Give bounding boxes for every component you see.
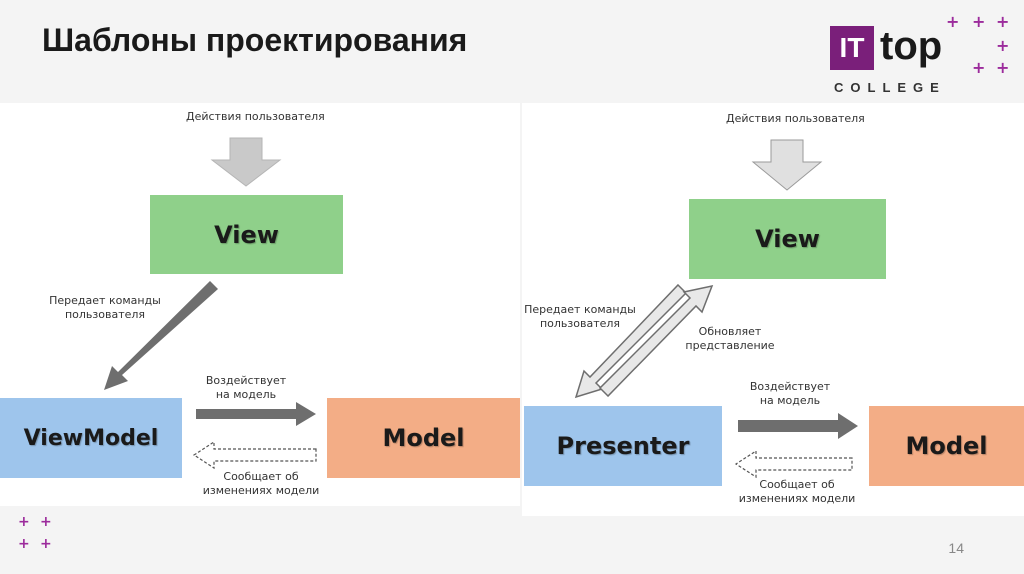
decor-plus-icon: + [40, 536, 52, 552]
logo-college-text: COLLEGE [834, 80, 946, 95]
label-line: Воздействует [205, 374, 287, 387]
mvp-commands-label: Передает команды пользователя [515, 303, 645, 331]
mvp-view-label: View [755, 225, 820, 253]
decor-plus-icon: + [972, 12, 986, 31]
mvp-view-box: View [689, 199, 886, 279]
mvp-presenter-box: Presenter [524, 406, 722, 486]
decor-plus-icon: + [996, 12, 1010, 31]
label-line: Сообщает об [759, 478, 835, 491]
label-line: Сообщает об [223, 470, 299, 483]
mvp-affects-label: Воздействует на модель [740, 380, 840, 408]
decor-plus-icon: + [18, 536, 30, 552]
mvvm-user-actions-label: Действия пользователя [186, 110, 325, 123]
decor-plus-icon: + [18, 514, 30, 530]
affects-arrow-mvvm [196, 402, 316, 426]
slide-title: Шаблоны проектирования [42, 22, 468, 58]
notifies-arrow-mvvm [192, 440, 317, 470]
label-line: на модель [215, 388, 277, 401]
label-line: Обновляет [698, 325, 762, 338]
page-number: 14 [948, 540, 964, 556]
mvvm-model-label: Model [382, 424, 465, 452]
mvvm-viewmodel-box: ViewModel [0, 398, 182, 478]
label-line: Воздействует [749, 380, 831, 393]
decor-plus-icon: + [946, 12, 960, 31]
label-line: изменениях модели [738, 492, 856, 505]
decor-plus-icon: + [40, 514, 52, 530]
it-top-college-logo: IT top COLLEGE [830, 14, 1020, 98]
mvvm-notifies-label: Сообщает об изменениях модели [196, 470, 326, 498]
user-actions-arrow-mvvm [210, 137, 282, 187]
mvvm-model-box: Model [327, 398, 520, 478]
label-line: изменениях модели [202, 484, 320, 497]
label-line: пользователя [64, 308, 146, 321]
label-line: Передает команды [49, 294, 161, 307]
mvvm-view-box: View [150, 195, 343, 274]
user-actions-arrow-mvp [751, 139, 823, 191]
commands-arrow-mvvm [104, 281, 218, 390]
mvp-model-box: Model [869, 406, 1024, 486]
label-line: Передает команды [524, 303, 636, 316]
notifies-arrow-mvp [734, 449, 853, 479]
affects-arrow-mvp [738, 413, 858, 439]
mvvm-commands-label: Передает команды пользователя [40, 294, 170, 322]
commands-arrow-mvp [574, 283, 688, 399]
mvp-notifies-label: Сообщает об изменениях модели [732, 478, 862, 506]
label-line: на модель [759, 394, 821, 407]
label-line: пользователя [539, 317, 621, 330]
mvp-updates-label: Обновляет представление [680, 325, 780, 353]
label-line: представление [685, 339, 775, 352]
mvp-presenter-label: Presenter [556, 432, 690, 460]
mvp-model-label: Model [905, 432, 988, 460]
mvvm-viewmodel-label: ViewModel [23, 425, 159, 451]
updates-arrow-mvp [598, 284, 714, 398]
logo-it-mark: IT [830, 26, 874, 70]
mvvm-view-label: View [214, 220, 279, 249]
logo-top-text: top [880, 24, 943, 68]
decor-plus-icon: + [972, 58, 986, 77]
decor-plus-icon: + [996, 36, 1010, 55]
decor-plus-icon: + [996, 58, 1010, 77]
mvp-user-actions-label: Действия пользователя [726, 112, 865, 125]
mvvm-affects-label: Воздействует на модель [196, 374, 296, 402]
